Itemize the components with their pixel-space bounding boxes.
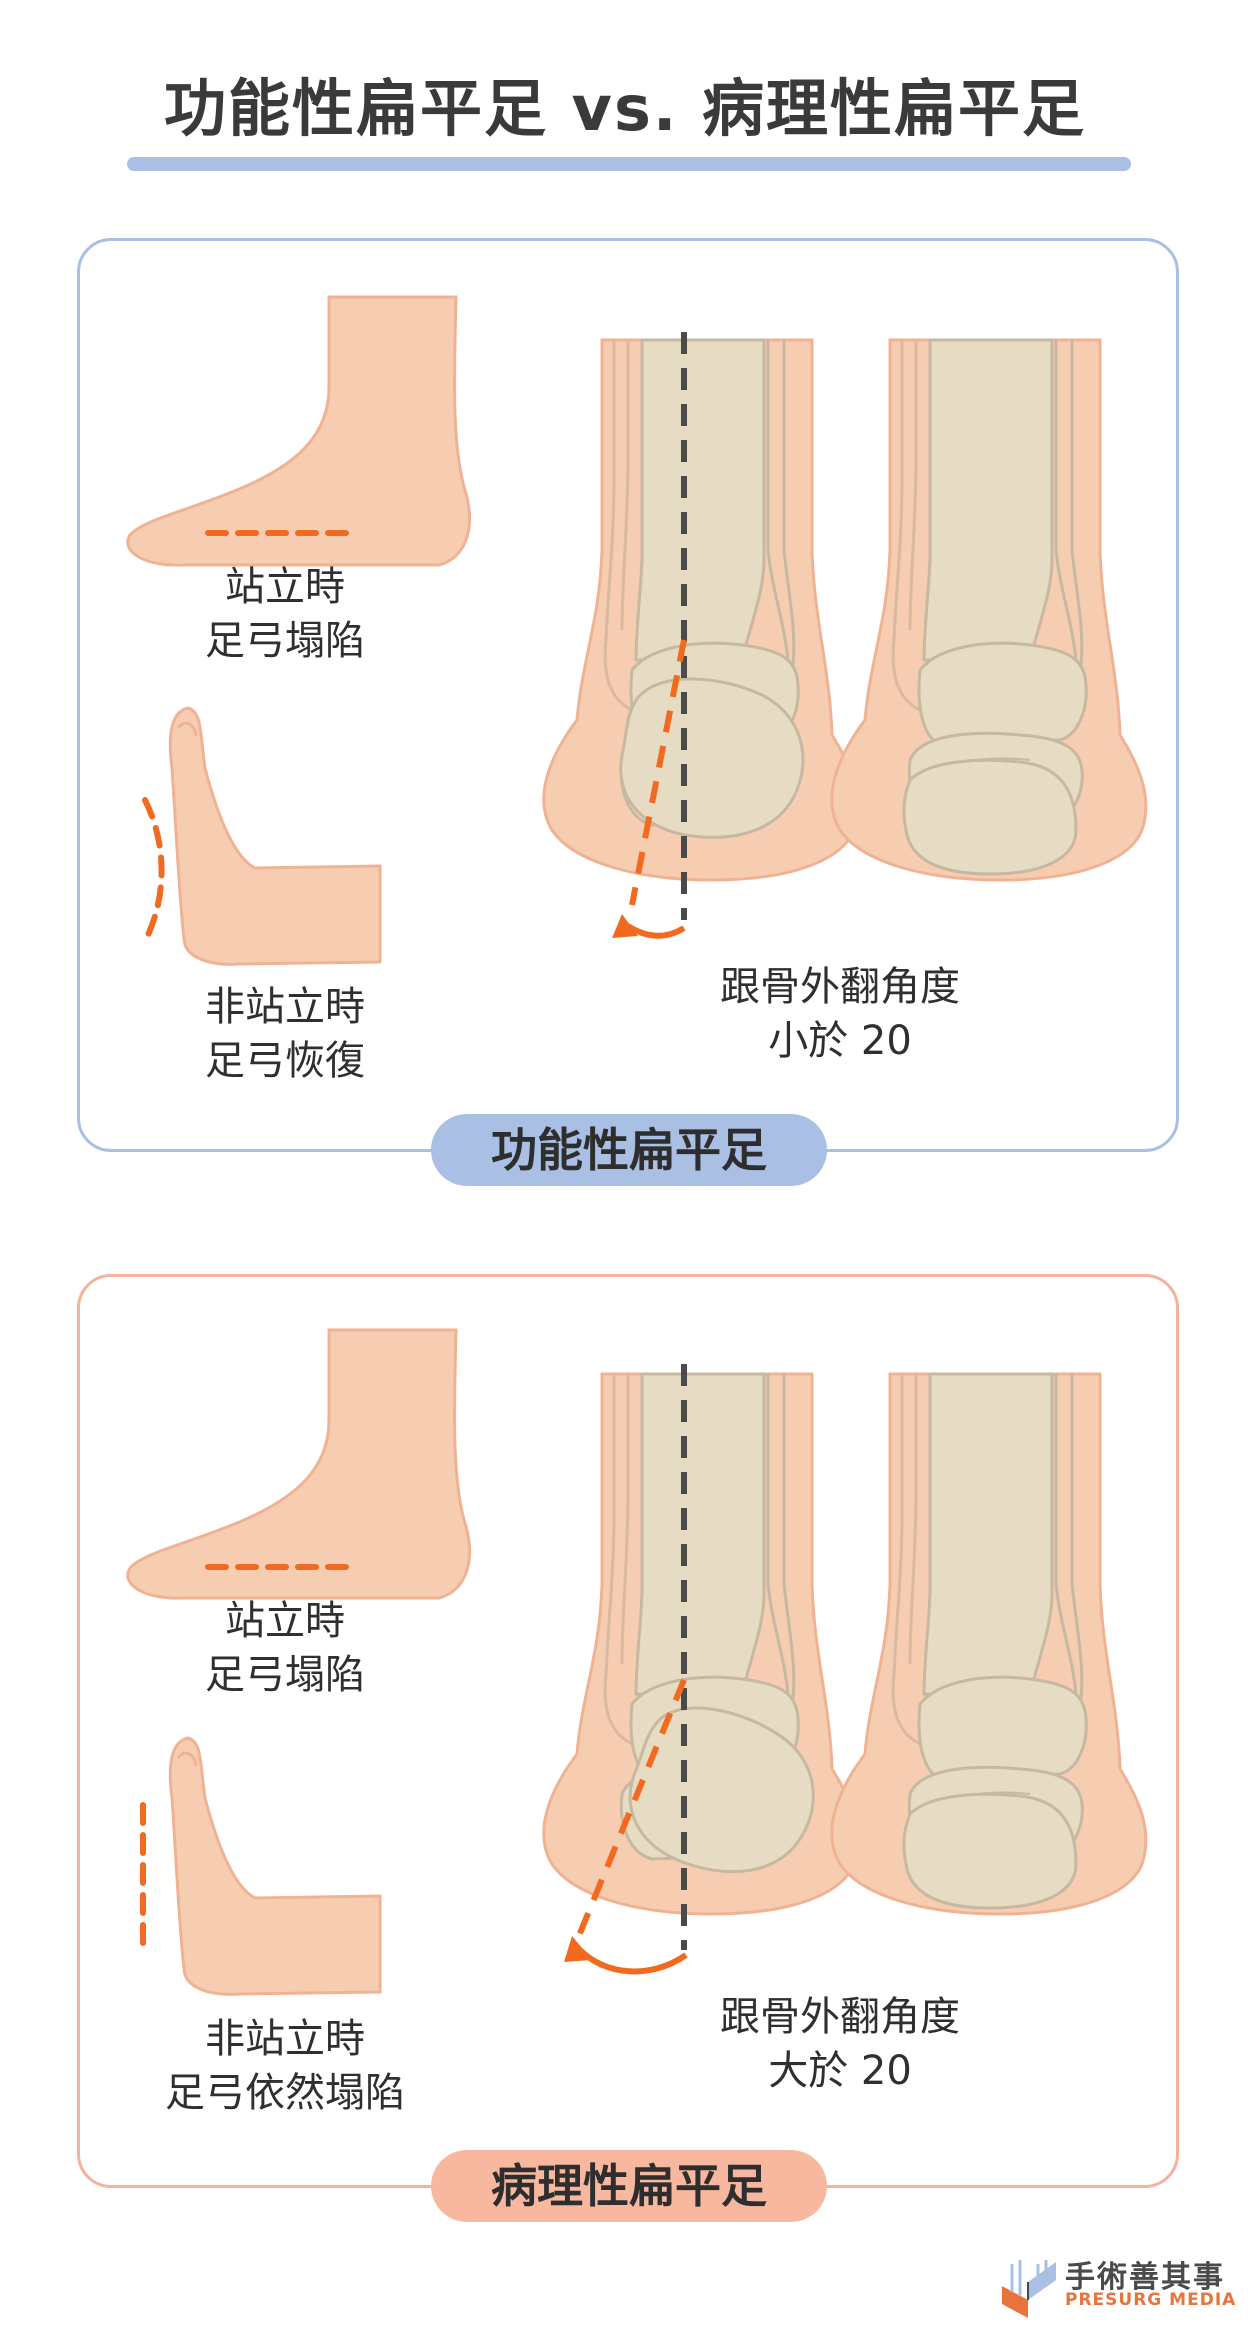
non-standing-label-line1: 非站立時 [205,984,365,1030]
standing-foot-icon-1 [126,295,472,567]
logo-name-cn: 手術善其事 [1065,2260,1225,2295]
angle-label-2: 跟骨外翻角度 大於 20 [680,1990,1000,2098]
book-logo-icon [1002,2260,1056,2318]
raised-foot-icon-1 [168,706,382,966]
angle-label-1: 跟骨外翻角度 小於 20 [680,960,1000,1068]
eversion-arrow-2 [577,1947,688,1975]
calcaneus-axis-dash-2 [575,1678,687,1940]
standing-label-line1: 站立時 [225,1598,345,1644]
non-standing-label-1: 非站立時 足弓恢復 [160,980,410,1088]
heel-back-left-icon-1 [542,338,860,882]
title-underline [127,157,1131,171]
calcaneus-axis-dash-1 [629,639,687,906]
pathological-panel-tag: 病理性扁平足 [431,2150,827,2222]
standing-label-2: 站立時 足弓塌陷 [180,1594,390,1702]
standing-label-line2: 足弓塌陷 [205,1652,365,1698]
non-standing-label-line2: 足弓依然塌陷 [165,2070,405,2116]
angle-label-line2: 大於 20 [768,2048,912,2094]
brand-logo: 手術善其事 PRESURG MEDIA [995,2252,1235,2316]
standing-label-line2: 足弓塌陷 [205,618,365,664]
non-standing-label-line1: 非站立時 [205,2016,365,2062]
functional-panel-tag: 功能性扁平足 [431,1114,827,1186]
angle-label-line1: 跟骨外翻角度 [720,964,960,1010]
standing-label-1: 站立時 足弓塌陷 [180,560,390,668]
page-title: 功能性扁平足 vs. 病理性扁平足 [163,72,1087,145]
heel-back-right-icon-1 [830,338,1148,882]
non-standing-label-line2: 足弓恢復 [205,1038,365,1084]
angle-label-line2: 小於 20 [768,1018,912,1064]
heel-back-left-icon-2 [542,1372,860,1916]
raised-foot-icon-2 [168,1736,382,1996]
non-standing-label-2: 非站立時 足弓依然塌陷 [130,2012,440,2120]
standing-label-line1: 站立時 [225,564,345,610]
logo-name-en: PRESURG MEDIA [1065,2290,1237,2310]
heel-back-right-icon-2 [830,1372,1148,1916]
arch-restore-dash-1 [142,797,165,938]
standing-foot-icon-2 [126,1328,472,1600]
angle-label-line1: 跟骨外翻角度 [720,1994,960,2040]
